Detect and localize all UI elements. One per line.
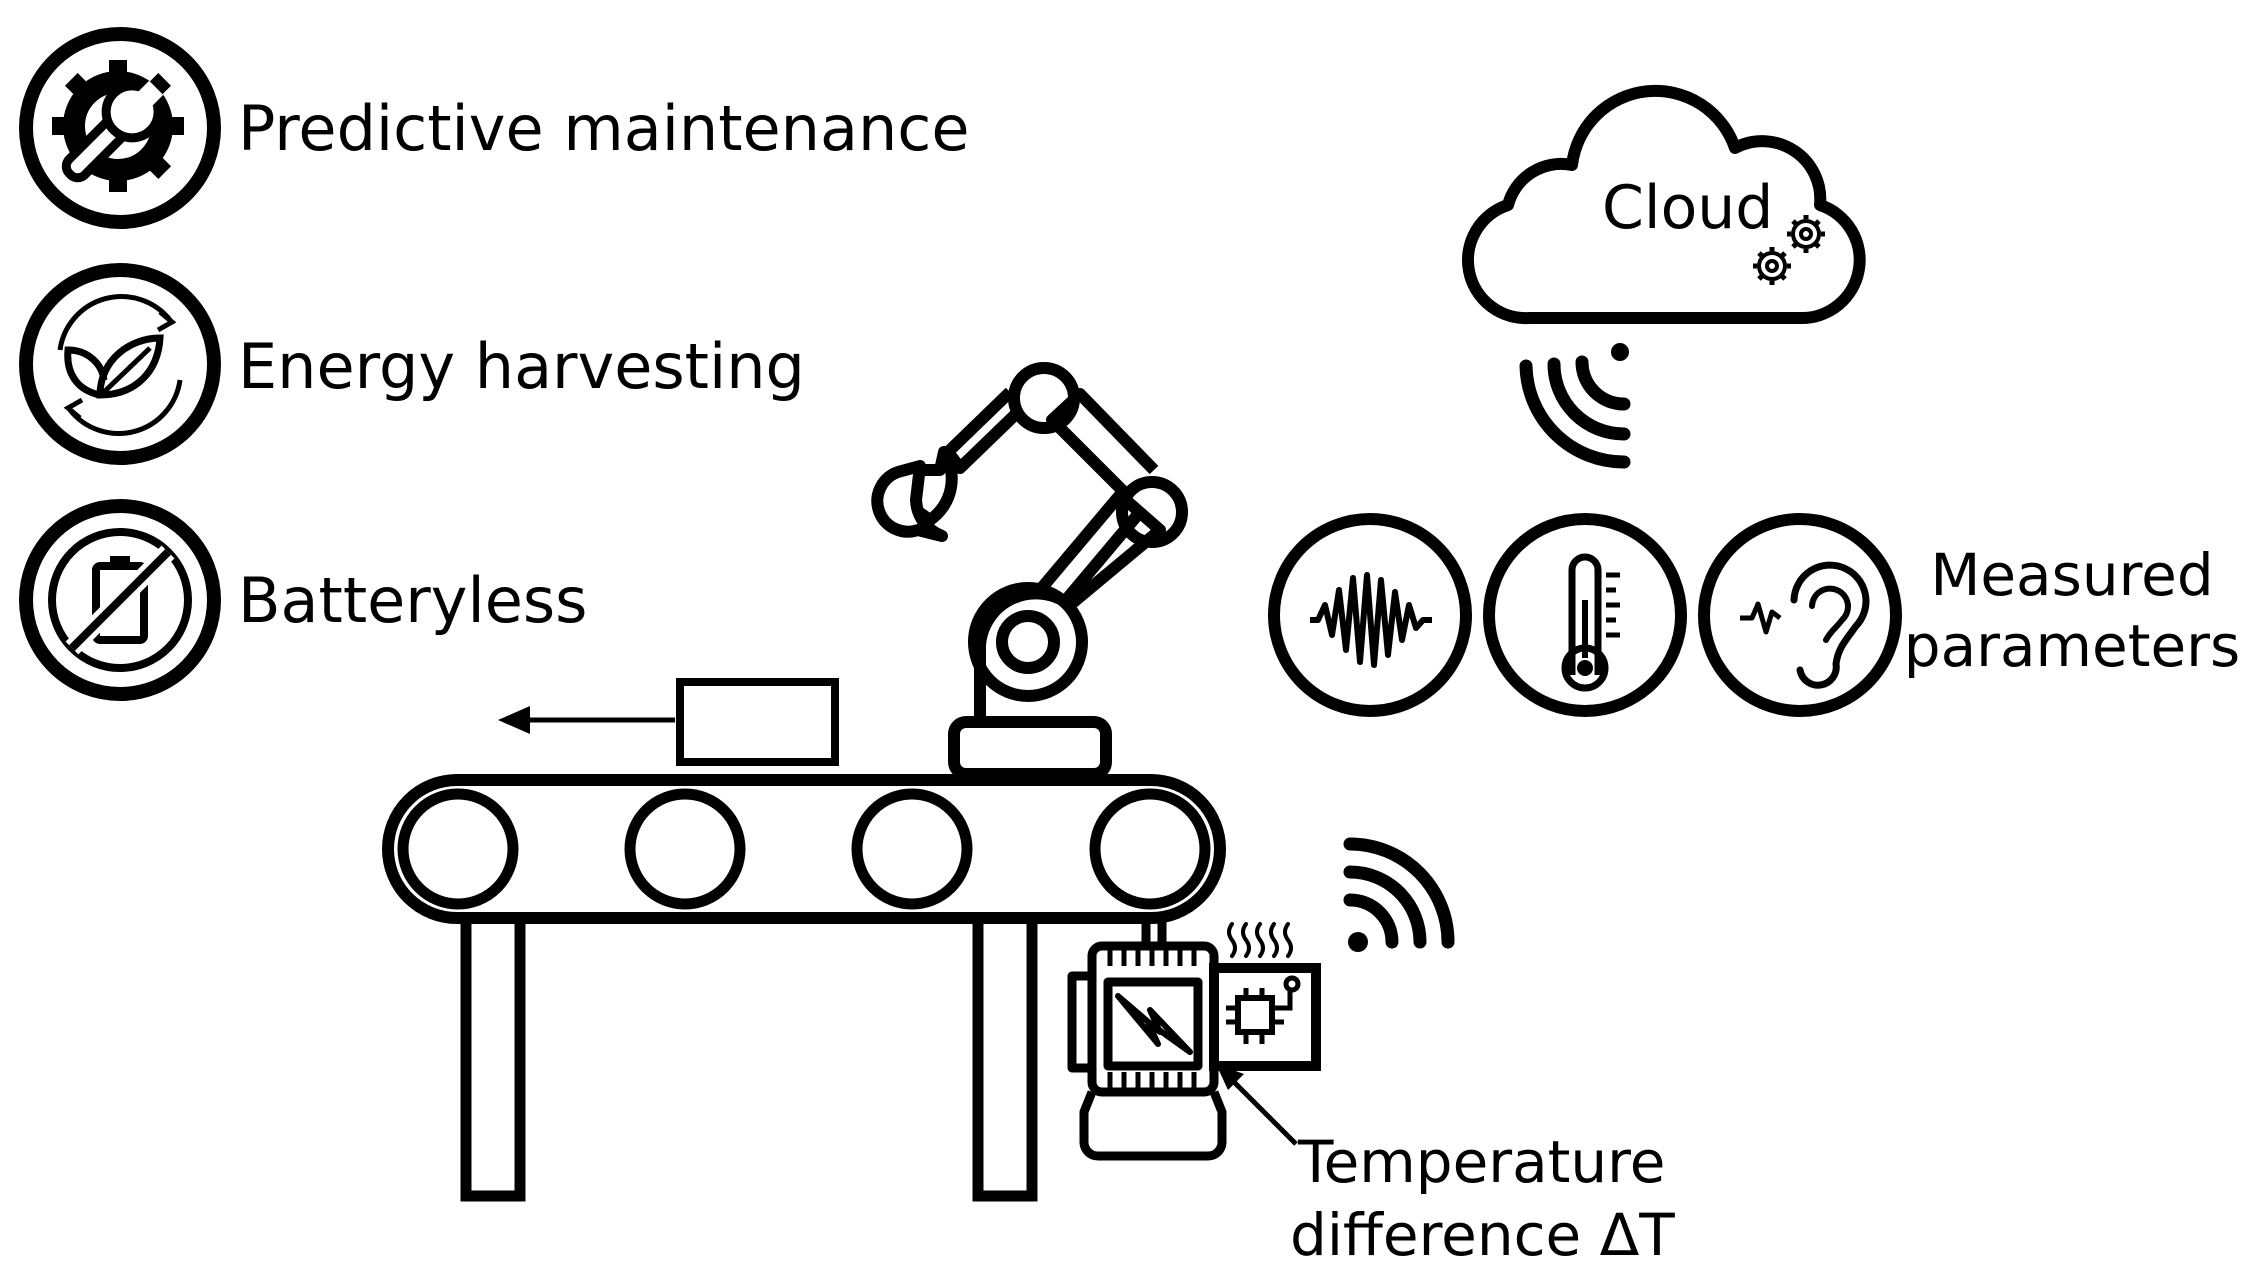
temperature-difference-label: Temperature difference ΔT (1290, 1126, 1675, 1271)
pointer-arrow (1216, 1064, 1296, 1144)
temperature-line2: difference ΔT (1290, 1199, 1675, 1271)
measured-title-line1: Measured (1902, 540, 2242, 611)
ear-sound-icon (1704, 519, 1896, 711)
feature-label-predictive-maintenance: Predictive maintenance (238, 98, 970, 160)
vibration-wave-icon (1274, 519, 1466, 711)
measured-title-line2: parameters (1902, 611, 2242, 682)
gear-wrench-icon (26, 34, 214, 222)
feature-label-batteryless: Batteryless (238, 570, 587, 632)
leaf-recycle-icon (26, 270, 214, 458)
direction-arrow (498, 706, 675, 734)
measured-parameters-title: Measured parameters (1902, 540, 2242, 682)
sensor-chip-icon (1214, 968, 1316, 1066)
package-box (680, 682, 835, 762)
robot-arm-icon (877, 368, 1182, 774)
cloud-label: Cloud (1602, 178, 1773, 238)
temperature-line1: Temperature (1290, 1126, 1675, 1199)
electric-motor-icon (1072, 918, 1222, 1156)
thermometer-icon (1489, 519, 1681, 711)
wireless-signal-icon (1526, 343, 1629, 462)
feature-label-energy-harvesting: Energy harvesting (238, 336, 805, 398)
sensor-wireless-icon (1348, 844, 1448, 952)
no-battery-icon (26, 506, 214, 694)
heat-waves-icon (1229, 924, 1291, 956)
